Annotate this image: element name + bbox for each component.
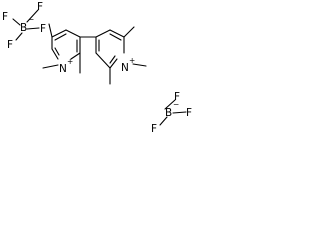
bond-right-n-methyl (132, 63, 147, 67)
atom-f-top-left: F (2, 11, 8, 23)
bond-b-f-right-3 (159, 116, 168, 126)
bond-ring-right-c3-c2-double (109, 33, 122, 41)
bond-ring-left-c6-n (70, 52, 81, 60)
atom-b-left: B (20, 22, 27, 34)
right-pyridinium-ring: N + (95, 26, 147, 85)
charge-b-left: − (28, 15, 34, 24)
left-pyridinium-ring: N + (42, 23, 81, 75)
atom-f-left-2: F (40, 23, 46, 35)
bond-left-methyl-top (48, 23, 53, 38)
atom-n-right: N (121, 62, 129, 74)
bond-right-methyl-top (123, 26, 135, 38)
bond-ring-left-c3-c4-double (54, 33, 67, 41)
bond-b-f-right-1 (164, 99, 176, 110)
bond-ring-right-n-c6 (109, 58, 118, 69)
bond-ring-right-c3-c2 (109, 29, 125, 38)
charge-b-right: − (173, 100, 179, 109)
bond-ring-left-c3-c4 (51, 29, 67, 38)
atom-f-right-2: F (186, 107, 192, 119)
atom-f-left-1: F (37, 1, 43, 13)
bond-b-f-left-1 (26, 9, 39, 23)
bond-ring-left-c4-c5 (65, 29, 81, 38)
right-tetrafluoroborate: F B − F F (151, 91, 192, 135)
bond-b-f-left-2 (26, 27, 40, 30)
atom-b-right: B (165, 107, 172, 119)
chemical-structure-diagram: F B − F F F N + (2, 1, 192, 135)
atom-n-left: N (59, 63, 67, 75)
left-tetrafluoroborate: F B − F F F (2, 1, 46, 51)
atom-f-right-1: F (174, 91, 180, 103)
bond-ring-left-n-c2-double (54, 47, 60, 56)
bond-b-f-left-3 (15, 32, 23, 41)
atom-f-right-3: F (151, 123, 157, 135)
charge-n-right: + (129, 56, 135, 65)
bond-ring-right-c4-c3 (95, 29, 111, 38)
atom-f-left-3: F (7, 39, 13, 51)
bond-ring-right-c6-c5 (95, 52, 111, 69)
bond-ring-right-n-c6-double (109, 55, 116, 64)
bond-b-f-right-2 (172, 111, 187, 114)
charge-n-left: + (67, 57, 73, 66)
bond-ring-left-n-c2 (51, 48, 59, 60)
bond-left-n-methyl (42, 64, 59, 69)
bond-b-f-top-left (12, 18, 21, 26)
